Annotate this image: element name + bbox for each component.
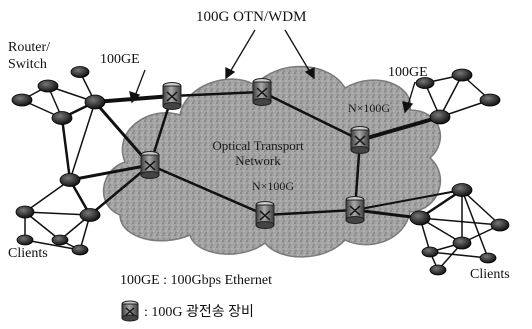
label-arrows — [129, 29, 416, 114]
router-switch-label-line2: Switch — [8, 57, 47, 72]
router-icon — [429, 264, 447, 276]
n100g-center-label: N×100G — [252, 179, 294, 193]
optical-transport-device-icon — [140, 151, 160, 179]
router-icon — [51, 234, 69, 246]
otn-wdm-label: 100G OTN/WDM — [196, 9, 307, 25]
legend-device-definition: : 100G 광전송 장비 — [144, 305, 254, 320]
router-icon — [15, 205, 35, 219]
router-icon — [452, 236, 472, 250]
router-icon — [37, 79, 59, 93]
router-icon — [11, 93, 33, 107]
legend-ge-definition: 100GE : 100Gbps Ethernet — [120, 273, 273, 288]
router-icon — [59, 173, 81, 187]
router-icon — [479, 252, 497, 264]
ge-right-label: 100GE — [388, 65, 428, 80]
link-100ge-right — [359, 115, 441, 142]
router-icon — [479, 93, 501, 107]
cloud-label-line2: Network — [235, 153, 281, 168]
optical-transport-device-icon — [121, 300, 139, 322]
router-icon — [451, 183, 473, 197]
n100g-right-label: N×100G — [348, 101, 390, 115]
router-icon — [451, 68, 473, 82]
optical-transport-device-icon — [345, 196, 365, 224]
router-icon — [70, 66, 90, 78]
router-icon — [79, 208, 101, 222]
router-icon — [84, 94, 106, 110]
router-icon — [51, 111, 73, 125]
optical-transport-device-icon — [350, 126, 370, 154]
optical-transport-device-icon — [255, 201, 275, 229]
clients-right-label: Clients — [470, 267, 510, 282]
cloud-label-line1: Optical Transport — [212, 138, 304, 153]
optical-transport-devices — [140, 78, 370, 229]
router-icon — [415, 77, 435, 89]
router-icon — [421, 246, 439, 258]
optical-transport-device-icon — [162, 82, 182, 110]
ge-left-label: 100GE — [100, 52, 140, 67]
router-icon — [409, 210, 431, 226]
router-switch-label-line1: Router/ — [8, 40, 50, 55]
optical-transport-device-icon — [252, 78, 272, 106]
legend-device-row: : 100G 광전송 장비 — [120, 300, 254, 322]
router-icon — [429, 109, 451, 125]
router-icon — [16, 234, 34, 246]
routers — [11, 66, 510, 276]
clients-left-label: Clients — [8, 246, 48, 261]
router-icon — [490, 218, 510, 232]
router-icon — [71, 244, 89, 256]
